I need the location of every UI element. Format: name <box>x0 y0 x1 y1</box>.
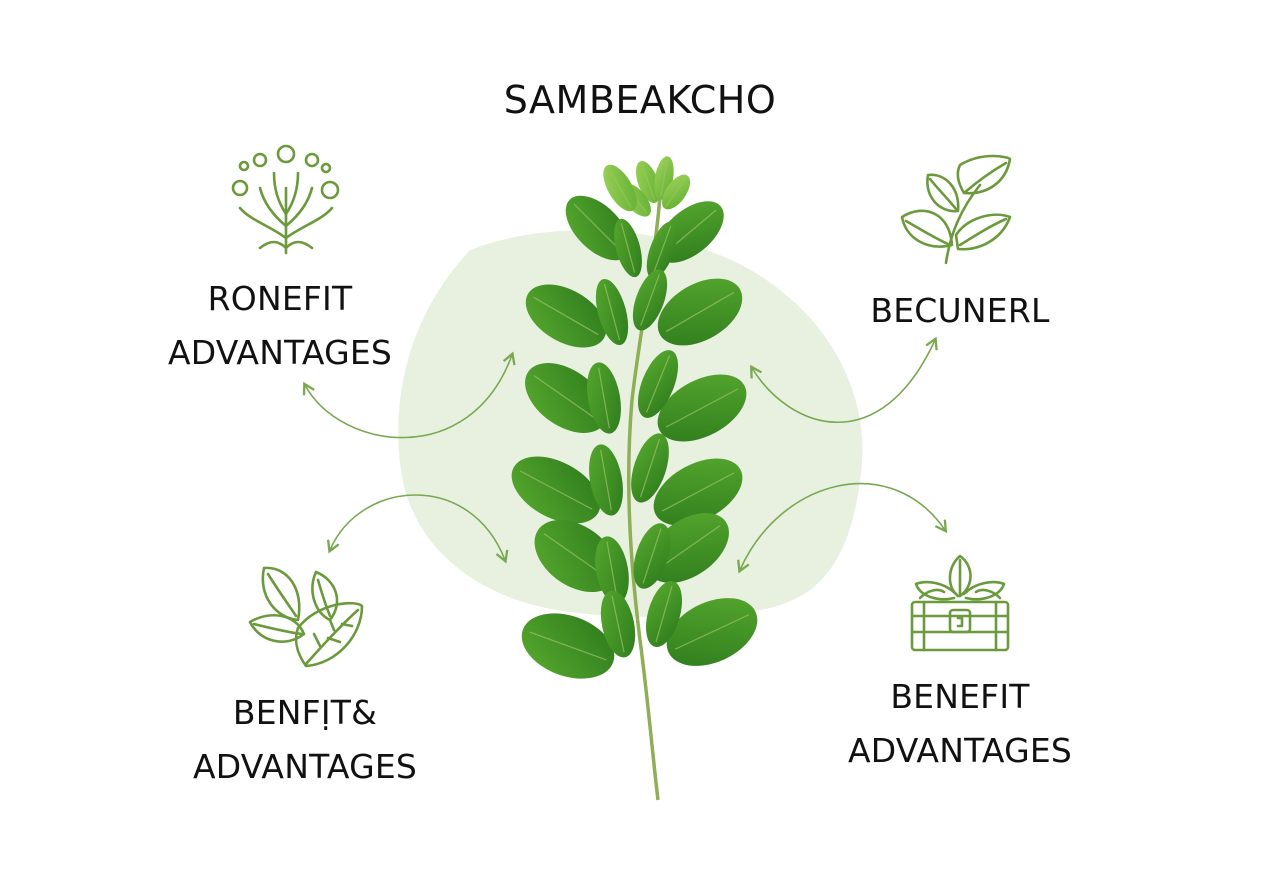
treasure-chest-sprout-icon <box>910 554 1010 652</box>
connector-arrows <box>302 336 948 574</box>
leaflet-vein <box>600 449 612 511</box>
arrow-bottom-right <box>737 482 948 574</box>
benefit-label-line-1: BENEFIT <box>890 677 1030 716</box>
leaflet-vein <box>652 225 672 275</box>
leaflet-vein <box>665 177 687 207</box>
leaflet-vein <box>645 355 671 413</box>
leaflet-vein <box>608 168 632 208</box>
moringa-branch <box>511 156 758 801</box>
leaflet-vein <box>674 614 750 650</box>
leaflet-vein <box>598 367 610 429</box>
leaflet-vein <box>533 375 599 421</box>
leaflet-vein <box>639 438 661 498</box>
leaf-sprig-icon <box>900 154 1012 265</box>
benefit-label-line-2: ADVANTAGES <box>847 731 1073 770</box>
arrow-bottom-left <box>326 494 509 564</box>
benefit-label-line-2: ADVANTAGES <box>192 747 418 786</box>
leaflet-vein <box>573 203 623 253</box>
leaflet-vein <box>665 388 739 428</box>
benefit-label-top-left: RONEFIT ADVANTAGES <box>120 272 440 380</box>
arrow-top-left <box>302 351 516 439</box>
branching-plant-icon <box>231 144 340 255</box>
leaflet-vein <box>620 223 636 273</box>
leaflet-vein <box>533 296 599 336</box>
diagram-title: SAMBEAKCHO <box>503 78 777 122</box>
leaflet-vein <box>641 164 655 200</box>
leaves-cluster-icon <box>248 566 364 668</box>
benefit-label-line-1: RONEFIT <box>207 279 353 318</box>
leaflet-vein <box>660 159 668 197</box>
leaflet-vein <box>603 283 621 341</box>
benefit-label-bottom-left: BENFỊT& ADVANTAGES <box>150 686 460 794</box>
leaflet-vein <box>655 525 721 571</box>
leaflet-vein <box>642 528 662 584</box>
benefit-label-bottom-right: BENEFIT ADVANTAGES <box>810 670 1110 778</box>
leaflet-vein <box>665 291 735 333</box>
leaflet-vein <box>606 541 618 599</box>
leaflet-vein <box>519 470 593 510</box>
benefit-label-line-2: ADVANTAGES <box>167 333 393 372</box>
leaflet-vein <box>661 472 735 512</box>
leaflet-vein <box>655 586 673 642</box>
leaflet-vein <box>611 595 625 653</box>
arrow-top-right <box>750 336 938 424</box>
benefit-label-top-right: BECUNERL <box>820 284 1100 338</box>
benefit-label-line-1: BECUNERL <box>870 291 1050 330</box>
benefit-label-line-1: BENFỊT& <box>232 693 378 732</box>
leaflet-vein <box>640 274 660 326</box>
leaflet-vein <box>529 631 607 661</box>
